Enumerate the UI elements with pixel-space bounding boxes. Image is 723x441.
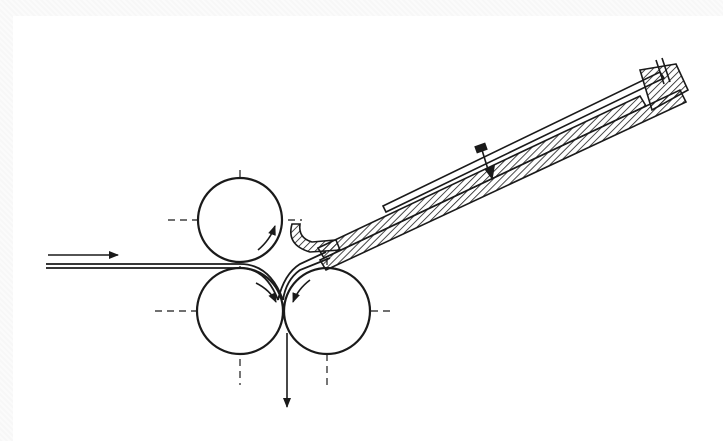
lower-hatched-rail bbox=[318, 88, 688, 272]
right-roll-rotation-arrow bbox=[292, 279, 311, 303]
left-roll-rotation-arrow bbox=[255, 282, 277, 303]
upper-guide-plate bbox=[381, 70, 666, 214]
guide-beam-assembly bbox=[316, 57, 690, 272]
top-roll bbox=[196, 176, 284, 264]
rolls bbox=[195, 176, 372, 356]
incoming-sheet bbox=[46, 263, 284, 301]
middle-hatched-rail bbox=[316, 94, 648, 260]
bottom-right-roll bbox=[282, 266, 372, 356]
roll-rotation-arrows bbox=[255, 225, 311, 303]
bent-sheet bbox=[277, 251, 331, 301]
top-roll-rotation-arrow bbox=[257, 225, 276, 251]
bottom-left-roll bbox=[195, 266, 285, 356]
